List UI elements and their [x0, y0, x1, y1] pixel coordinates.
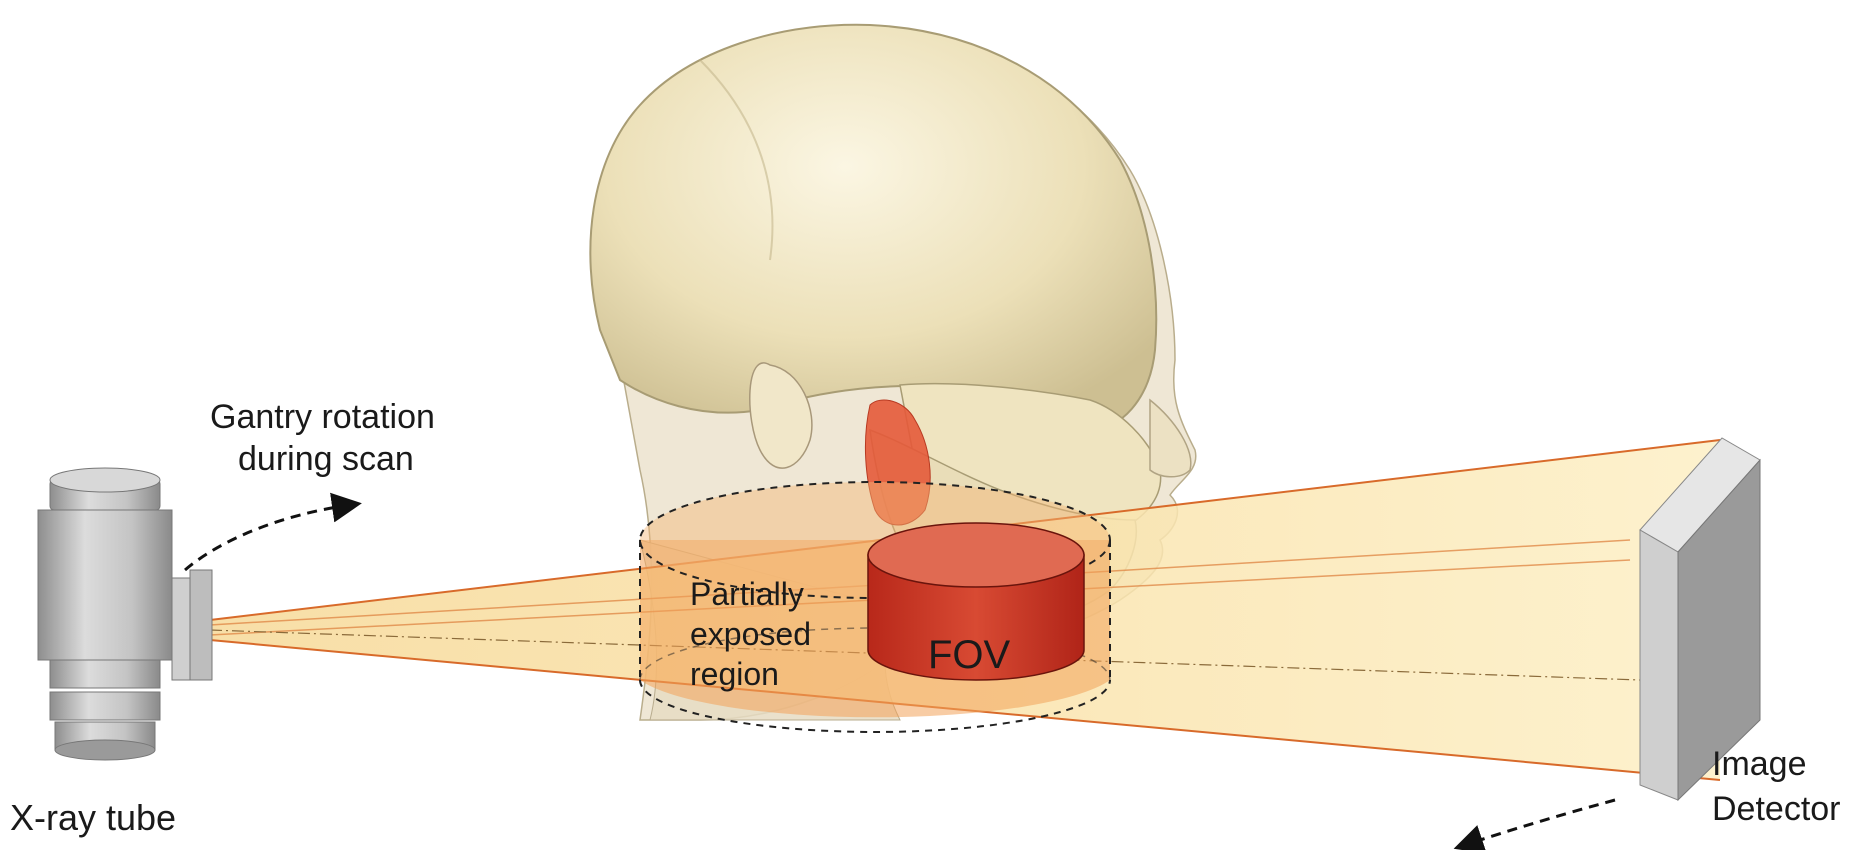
- image-detector-label-line1: Image: [1712, 745, 1807, 783]
- image-detector-label-line2: Detector: [1712, 790, 1841, 828]
- fov-label: FOV: [928, 633, 1011, 677]
- partially-exposed-label-line1: Partially: [690, 576, 804, 612]
- partially-exposed-label-line3: region: [690, 656, 779, 692]
- fov-top: [868, 523, 1084, 587]
- gantry-rotation-label-line1: Gantry rotation: [210, 398, 435, 436]
- gantry-rotation-arrow-detector: [1465, 800, 1615, 845]
- partially-exposed-label-line2: exposed: [690, 616, 811, 652]
- skull-cranium: [590, 25, 1156, 430]
- gantry-rotation-arrow-tube: [185, 505, 350, 570]
- gantry-rotation-label-line2: during scan: [238, 440, 414, 478]
- xray-tube-icon: [38, 468, 212, 760]
- xray-tube-label: X-ray tube: [10, 797, 176, 838]
